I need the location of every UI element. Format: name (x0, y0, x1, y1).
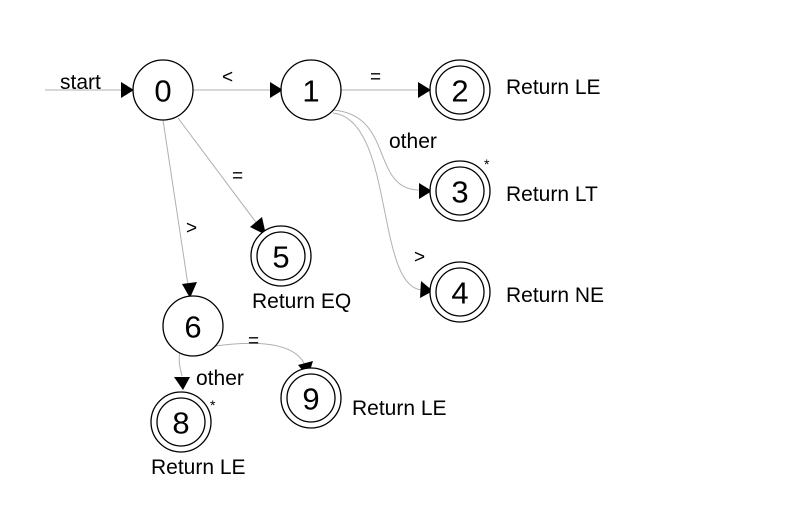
edge-0-6 (162, 119, 189, 286)
edge-6-8 (178, 351, 183, 377)
state-8-label: 8 (172, 406, 189, 441)
state-5-label: 5 (272, 240, 289, 275)
edge-1-4 (332, 112, 424, 291)
state-1-label: 1 (302, 74, 319, 109)
output-state-3: Return LT (506, 183, 598, 206)
state-9-label: 9 (302, 382, 319, 417)
state-3-accepting: 3 (429, 160, 491, 222)
state-0-label: 0 (154, 74, 171, 109)
state-6-label: 6 (184, 310, 201, 345)
retract-mark-state-3: * (484, 156, 490, 172)
state-8-accepting: 8 (150, 391, 212, 453)
arrowhead-6-8 (174, 377, 190, 390)
state-2-accepting: 2 (429, 59, 491, 121)
edge-0-5 (177, 117, 259, 226)
output-state-9: Return LE (352, 397, 447, 420)
state-1: 1 (280, 59, 342, 121)
arrowhead-0-1 (270, 82, 283, 98)
arrowhead-start (121, 82, 134, 98)
state-0: 0 (132, 59, 194, 121)
edge-0-5-label: = (232, 166, 243, 187)
edge-1-2-label: = (370, 67, 381, 88)
state-4-label: 4 (451, 276, 468, 311)
edge-1-3-label: other (389, 130, 437, 153)
state-4-accepting: 4 (429, 261, 491, 323)
edge-1-3 (332, 109, 421, 191)
arrowhead-1-3 (419, 183, 432, 199)
arrowhead-1-2 (418, 82, 431, 98)
output-state-8: Return LE (151, 456, 246, 479)
retract-mark-state-8: * (210, 397, 216, 413)
edge-6-8-label: other (196, 367, 244, 390)
output-state-5: Return EQ (252, 290, 351, 313)
start-label: start (60, 71, 101, 94)
edge-0-1-label: < (222, 67, 233, 88)
state-3-label: 3 (451, 175, 468, 210)
output-state-2: Return LE (506, 76, 601, 99)
arrowhead-0-5 (250, 217, 266, 235)
edge-1-4-label: > (414, 247, 425, 268)
arrowhead-1-4 (420, 281, 433, 298)
state-6: 6 (162, 295, 224, 357)
arrowhead-0-6 (182, 282, 197, 298)
edge-6-9 (214, 342, 306, 366)
output-state-4: Return NE (506, 284, 604, 307)
edge-6-9-label: = (248, 331, 259, 352)
state-5-accepting: 5 (250, 225, 312, 287)
edge-0-6-label: > (186, 218, 197, 239)
state-2-label: 2 (451, 74, 468, 109)
state-9-accepting: 9 (280, 367, 342, 429)
